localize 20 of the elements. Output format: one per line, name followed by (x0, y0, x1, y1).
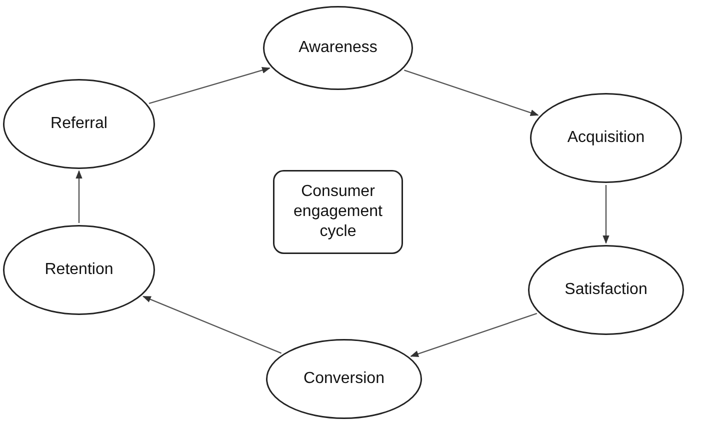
arrow (404, 70, 539, 116)
rounded-box (273, 170, 403, 254)
ellipse-node (3, 79, 155, 169)
node-label: Referral (50, 114, 108, 134)
arrow (142, 296, 282, 354)
arrow (76, 170, 82, 223)
ellipse-node (263, 6, 413, 90)
node-label: Retention (44, 260, 114, 280)
ellipse-node (530, 93, 682, 183)
node-label: Acquisition (567, 128, 645, 148)
arrow (148, 66, 270, 104)
arrow (602, 185, 610, 244)
node-label: Conversion (304, 369, 384, 389)
ellipse-node (3, 225, 155, 315)
node-label: Satisfaction (564, 280, 648, 300)
ellipse-node (528, 245, 684, 335)
arrow (410, 312, 538, 358)
title-text: Consumer engagement cycle (292, 182, 384, 242)
ellipse-node (266, 339, 422, 419)
node-label: Awareness (298, 38, 378, 58)
